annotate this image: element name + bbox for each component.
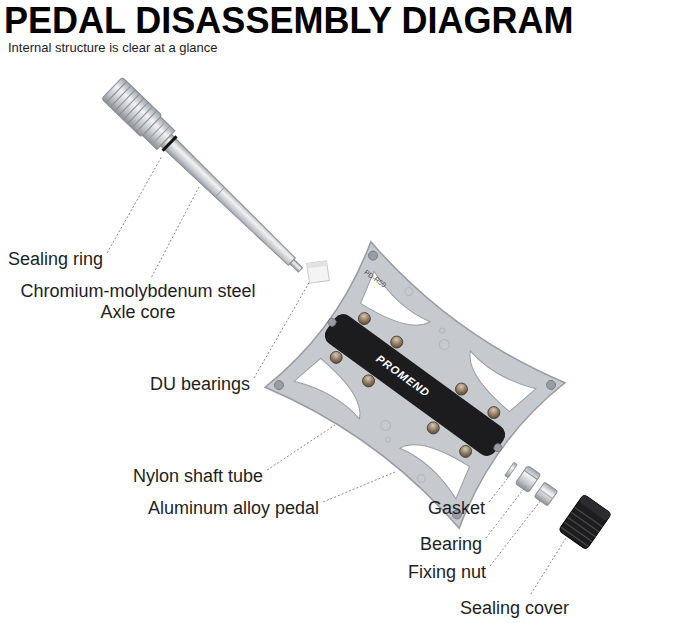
part-label: Sealing ring <box>8 249 103 270</box>
part-label: Chromium-molybdenum steel Axle core <box>2 281 274 322</box>
sealing-cover-part <box>558 494 611 550</box>
bearing-part <box>515 465 541 492</box>
leader-line <box>490 500 541 566</box>
part-label: Nylon shaft tube <box>133 466 263 487</box>
leader-line <box>107 156 162 253</box>
leader-line <box>152 187 199 277</box>
aluminum-pedal <box>265 242 565 529</box>
leader-line <box>267 425 335 470</box>
gasket-part <box>505 462 517 477</box>
leader-line <box>323 472 395 502</box>
part-label: Aluminum alloy pedal <box>148 498 319 519</box>
part-label: Fixing nut <box>408 562 486 583</box>
diagram-title: PEDAL DISASSEMBLY DIAGRAM <box>4 0 573 41</box>
part-label: Sealing cover <box>460 598 569 619</box>
du-bearing <box>307 261 330 284</box>
part-label: Bearing <box>420 534 482 555</box>
fixing-nut-part <box>534 482 557 506</box>
leader-line <box>254 281 310 378</box>
leader-line <box>489 474 511 502</box>
subtitle: Internal structure is clear at a glance <box>8 41 218 56</box>
leader-line <box>486 486 526 538</box>
part-label: DU bearings <box>150 374 250 395</box>
leader-lines <box>107 156 566 594</box>
leader-line <box>531 538 566 594</box>
part-label: Gasket <box>428 498 485 519</box>
axle-core <box>102 77 311 281</box>
